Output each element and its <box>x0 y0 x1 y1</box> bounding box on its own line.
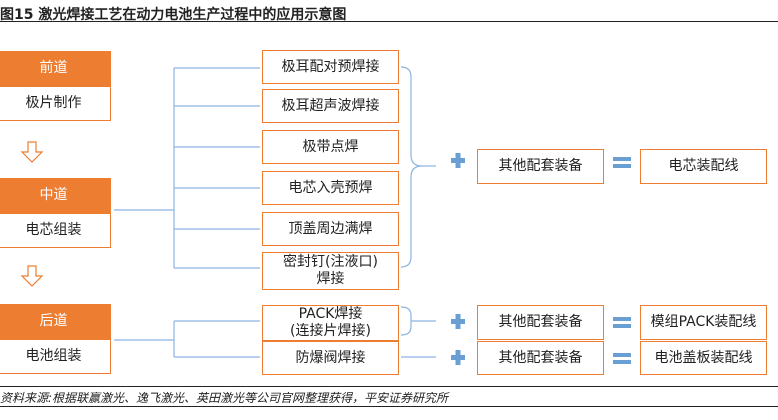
stage-front: 前道 <box>0 51 111 86</box>
equipment-box: 其他配套装备 <box>477 305 604 340</box>
process-box: 电芯入壳预焊 <box>262 171 399 205</box>
result-box: 模组PACK装配线 <box>640 305 767 340</box>
figure-title: 图15 激光焊接工艺在动力电池生产过程中的应用示意图 <box>0 7 347 23</box>
process-box: 极带点焊 <box>262 130 399 164</box>
bottom-rule <box>0 406 778 407</box>
stage-middle: 中道 <box>0 178 111 213</box>
result-box: 电池盖板装配线 <box>640 341 767 375</box>
process-box: PACK焊接 (连接片焊接) <box>262 305 399 341</box>
process-box: 顶盖周边满焊 <box>262 212 399 246</box>
equipment-box: 其他配套装备 <box>477 341 604 375</box>
equipment-box: 其他配套装备 <box>477 149 604 184</box>
stage-back-sub: 电池组装 <box>0 339 111 374</box>
process-box: 极耳超声波焊接 <box>262 89 399 123</box>
result-box: 电芯装配线 <box>640 149 767 184</box>
stage-front-sub: 极片制作 <box>0 86 111 121</box>
source-note: 资料来源:根据联赢激光、逸飞激光、英田激光等公司官网整理获得，平安证券研究所 <box>0 391 449 405</box>
process-box: 密封钉(注液口) 焊接 <box>262 252 399 290</box>
process-box: 极耳配对预焊接 <box>262 50 399 84</box>
plus-icon <box>451 153 465 365</box>
process-box: 防爆阀焊接 <box>262 341 399 375</box>
equals-icon <box>613 157 631 364</box>
stage-middle-sub: 电芯组装 <box>0 213 111 248</box>
title-rule <box>0 21 778 22</box>
stage-back: 后道 <box>0 304 111 339</box>
source-rule <box>0 386 778 387</box>
